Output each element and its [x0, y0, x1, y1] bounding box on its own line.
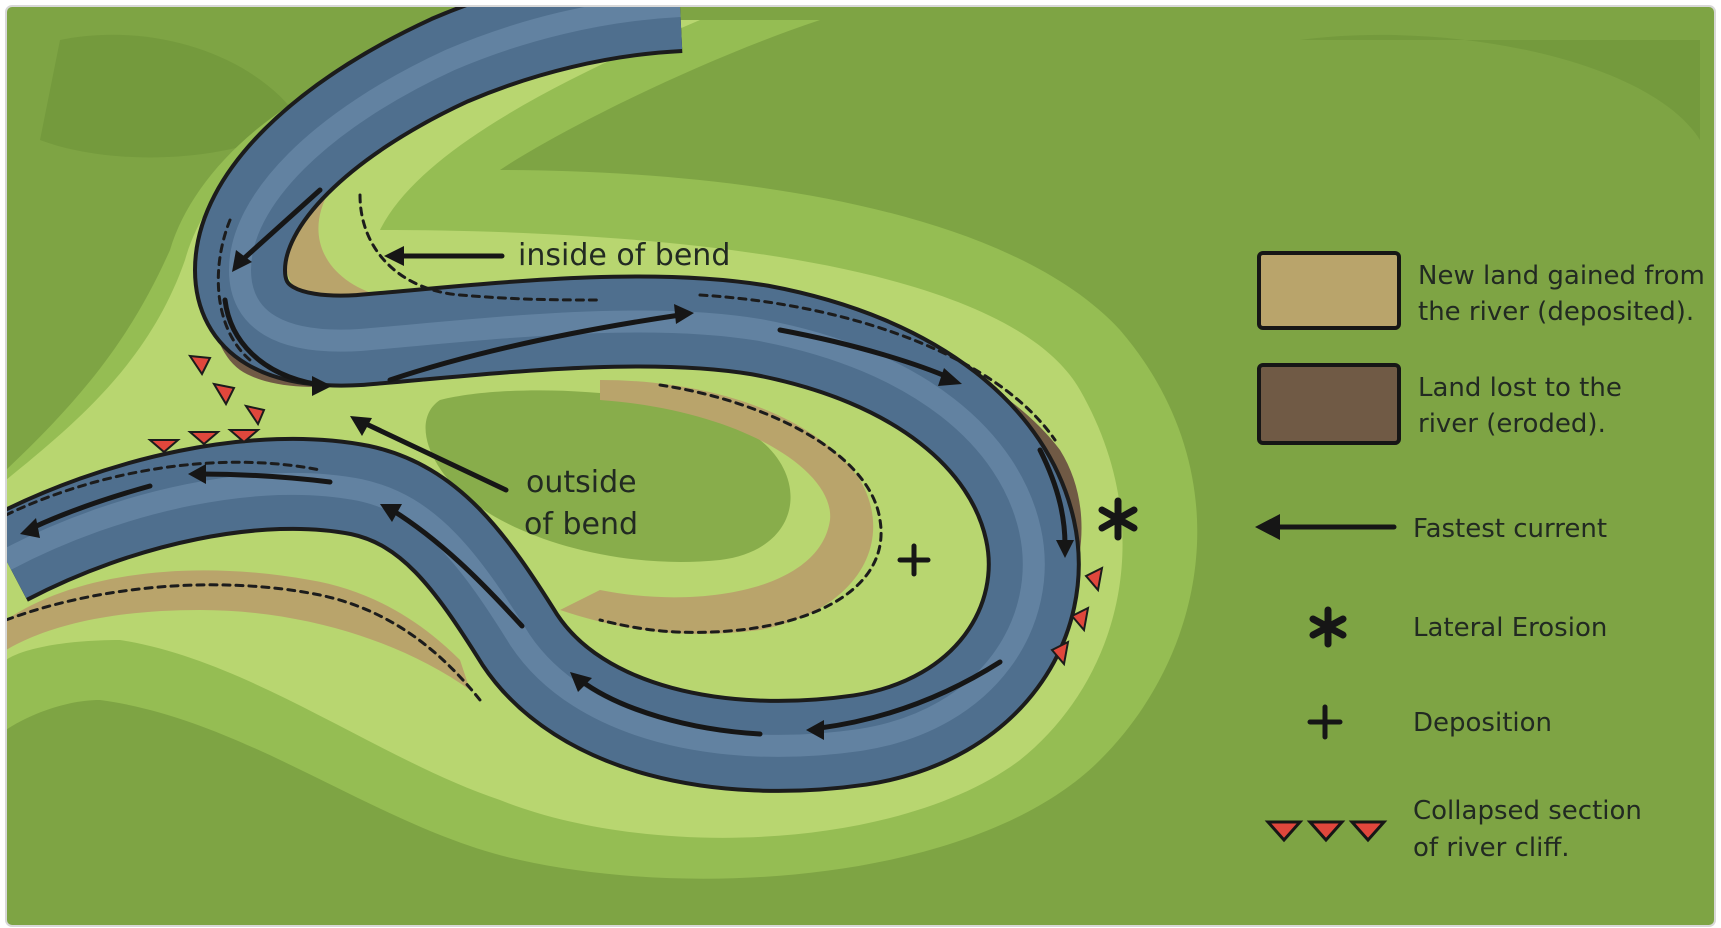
legend-collapsed-line1: Collapsed section: [1413, 796, 1642, 826]
legend-eroded-line2: river (eroded).: [1418, 409, 1606, 439]
legend-collapsed-icon: [1268, 822, 1384, 840]
legend-deposition-label: Deposition: [1413, 708, 1552, 738]
legend-swatch-eroded: [1259, 365, 1399, 443]
legend-collapsed-line2: of river cliff.: [1413, 833, 1570, 863]
legend-lateral-label: Lateral Erosion: [1413, 613, 1607, 643]
inside-bend-label: inside of bend: [518, 238, 730, 273]
legend-eroded-line1: Land lost to the: [1418, 373, 1622, 403]
legend-deposited-line1: New land gained from: [1418, 261, 1705, 291]
outside-bend-label-line2: of bend: [524, 507, 638, 542]
legend-current-label: Fastest current: [1413, 514, 1607, 544]
legend-deposited-line2: the river (deposited).: [1418, 297, 1694, 327]
outside-bend-label-line1: outside: [526, 465, 637, 500]
legend-swatch-deposited: [1259, 253, 1399, 328]
